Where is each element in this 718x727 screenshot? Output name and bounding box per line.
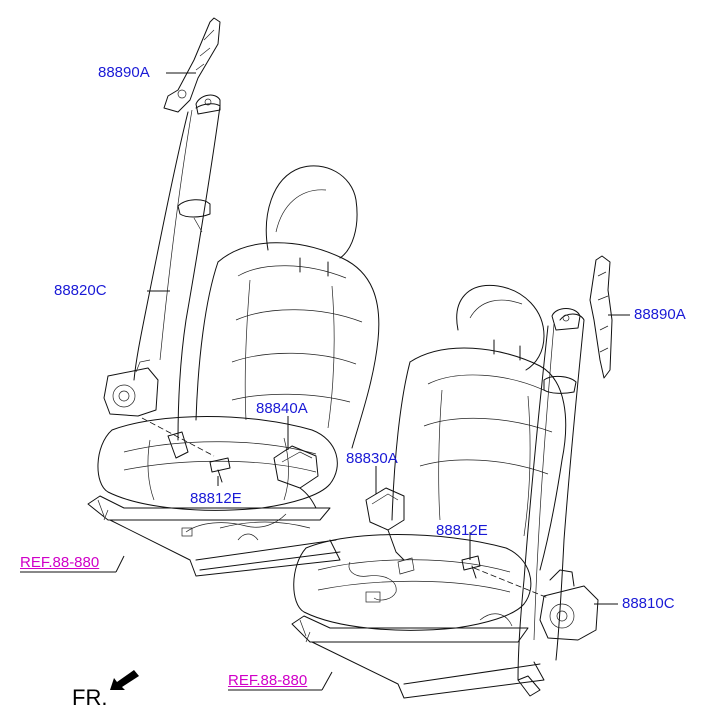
label-88812E-left[interactable]: 88812E: [190, 490, 242, 507]
label-88890A-right[interactable]: 88890A: [634, 306, 686, 323]
label-88812E-right[interactable]: 88812E: [436, 522, 488, 539]
ref-link-left-text: REF.88-880: [20, 554, 100, 571]
left-seat: [87, 165, 380, 577]
label-88830A[interactable]: 88830A: [346, 450, 398, 467]
label-88820C[interactable]: 88820C: [54, 282, 107, 299]
ref-link-bottom-text: REF.88-880: [228, 672, 308, 689]
right-seat: [291, 284, 567, 699]
leader-lines: [20, 72, 630, 691]
left-buckle: [209, 445, 319, 509]
label-88840A[interactable]: 88840A: [256, 400, 308, 417]
left-seat-belt: [103, 17, 221, 459]
front-direction-label: FR.: [72, 685, 108, 710]
right-seat-belt: [473, 255, 613, 697]
label-88890A-upper-left[interactable]: 88890A: [98, 64, 150, 81]
arrow-down-left-icon: [110, 670, 139, 690]
ref-link-bottom[interactable]: REF.88-880: [228, 672, 307, 690]
label-88810C[interactable]: 88810C: [622, 595, 675, 612]
ref-link-left[interactable]: REF.88-880: [20, 554, 99, 572]
right-buckle: [365, 487, 481, 579]
